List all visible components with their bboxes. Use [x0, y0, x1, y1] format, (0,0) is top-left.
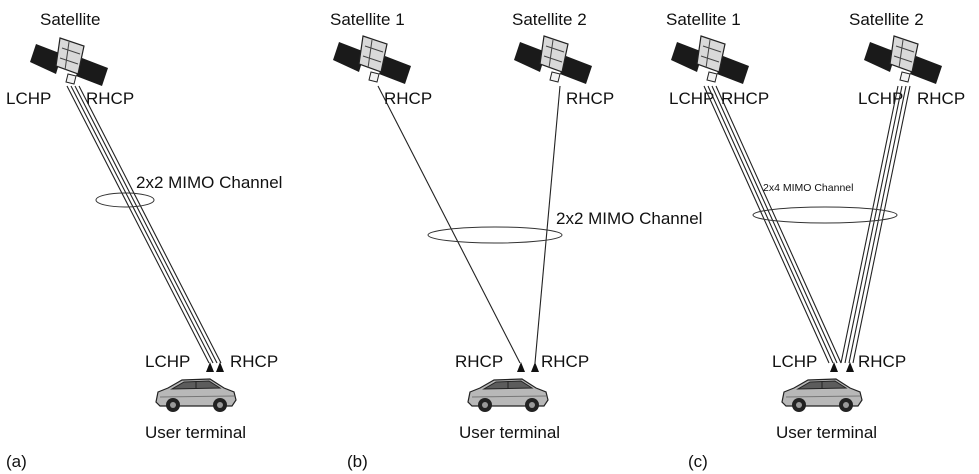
satellite-1-pol-left: LCHP — [669, 89, 714, 108]
terminal-label: User terminal — [459, 423, 560, 442]
antenna-icon — [517, 362, 525, 372]
channel-label: 2x2 MIMO Channel — [556, 209, 702, 228]
panel-b: Satellite 1 RHCP Satellite 2 RHCP 2x2 MI… — [330, 10, 702, 471]
satellite-pol-right: RHCP — [86, 89, 134, 108]
antenna-icon — [846, 362, 854, 372]
signal-rays — [377, 85, 561, 364]
channel-label: 2x4 MIMO Channel — [763, 182, 853, 194]
satellite-1-icon — [332, 35, 412, 85]
terminal-pol-right: RHCP — [541, 352, 589, 371]
panel-a: Satellite LCHP RHCP 2x2 MIMO Channel LCH… — [6, 10, 282, 471]
antenna-icon — [531, 362, 539, 372]
satellite-2-icon — [513, 35, 593, 85]
satellite-2-icon — [863, 35, 943, 85]
channel-label: 2x2 MIMO Channel — [136, 173, 282, 192]
terminal-pol-left: LCHP — [772, 352, 817, 371]
terminal-pol-right: RHCP — [858, 352, 906, 371]
antenna-icon — [206, 362, 214, 372]
panel-c: Satellite 1 LCHP RHCP Satellite 2 LCHP R… — [666, 10, 965, 471]
terminal-label: User terminal — [776, 423, 877, 442]
satellite-1-icon — [670, 35, 750, 85]
signal-rays — [703, 85, 911, 364]
antenna-icon — [216, 362, 224, 372]
panel-tag: (b) — [347, 452, 368, 471]
car-icon — [467, 378, 549, 413]
satellite-pol-left: LCHP — [6, 89, 51, 108]
satellite-title: Satellite — [40, 10, 100, 29]
satellite-1-pol: RHCP — [384, 89, 432, 108]
channel-ellipse — [752, 206, 898, 224]
terminal-label: User terminal — [145, 423, 246, 442]
channel-ellipse — [427, 226, 563, 244]
satellite-2-pol: RHCP — [566, 89, 614, 108]
car-icon — [155, 378, 237, 413]
signal-rays — [66, 85, 222, 364]
satellite-2-title: Satellite 2 — [849, 10, 924, 29]
terminal-pol-right: RHCP — [230, 352, 278, 371]
satellite-2-title: Satellite 2 — [512, 10, 587, 29]
satellite-1-pol-right: RHCP — [721, 89, 769, 108]
panel-tag: (a) — [6, 452, 27, 471]
antenna-icon — [830, 362, 838, 372]
satellite-1-title: Satellite 1 — [666, 10, 741, 29]
channel-ellipse — [95, 192, 155, 208]
satellite-2-pol-left: LCHP — [858, 89, 903, 108]
satellite-2-pol-right: RHCP — [917, 89, 965, 108]
panel-tag: (c) — [688, 452, 708, 471]
satellite-icon — [29, 37, 109, 87]
satellite-1-title: Satellite 1 — [330, 10, 405, 29]
terminal-pol-left: RHCP — [455, 352, 503, 371]
terminal-pol-left: LCHP — [145, 352, 190, 371]
car-icon — [781, 378, 863, 413]
